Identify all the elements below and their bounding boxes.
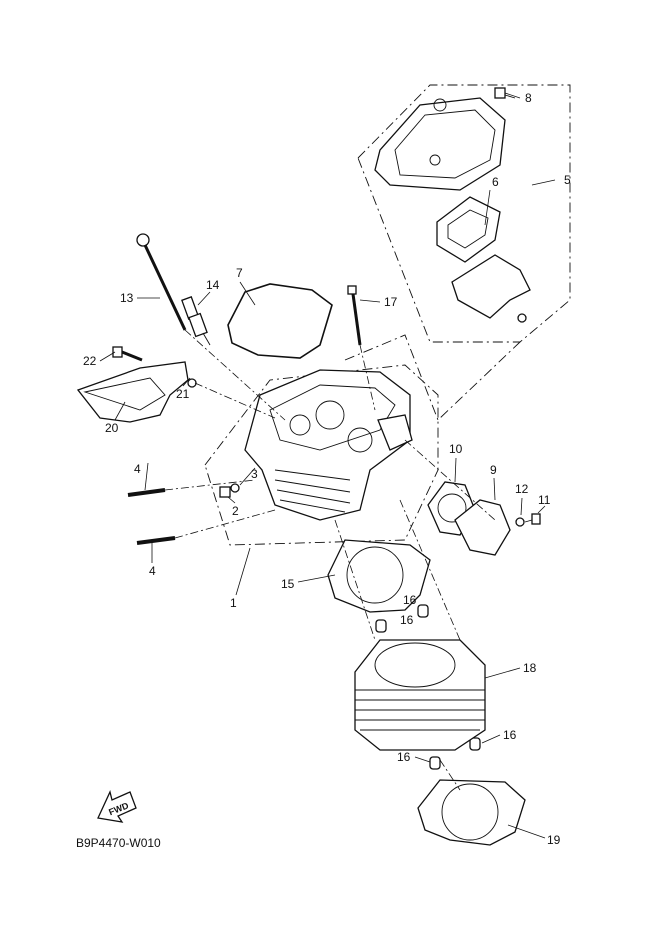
tappet-cover	[454, 499, 511, 556]
dowel-pin	[429, 756, 441, 770]
callout-8: 8	[525, 91, 532, 105]
callout-4: 4	[134, 462, 141, 476]
breather-plate	[436, 196, 501, 263]
callout-1: 1	[230, 596, 237, 610]
dowel-pin	[469, 737, 481, 751]
group-boundary-head	[204, 364, 439, 546]
stud-lower	[136, 536, 176, 545]
guard-bolt	[112, 346, 143, 362]
cylinder-head-cover	[374, 97, 506, 191]
callout-10: 10	[449, 442, 463, 456]
breather-cover-plate	[451, 254, 531, 319]
callout-21: 21	[176, 387, 190, 401]
callout-3: 3	[251, 467, 258, 481]
dowel-pin	[417, 604, 429, 618]
washer-12	[515, 517, 525, 527]
bolt-2	[219, 486, 231, 498]
washer	[187, 378, 197, 388]
callout-17: 17	[384, 295, 398, 309]
cylinder-base-gasket	[417, 779, 526, 846]
cylinder-head	[244, 369, 413, 521]
group-boundary-cover	[357, 84, 571, 343]
side-guard	[76, 361, 189, 423]
callout-2: 2	[232, 504, 239, 518]
callout-22: 22	[83, 354, 97, 368]
callout-18: 18	[523, 661, 537, 675]
stud-bolt	[347, 285, 362, 346]
callout-16: 16	[400, 613, 414, 627]
callout-9: 9	[490, 463, 497, 477]
bolt-11	[524, 513, 541, 525]
callout-4: 4	[149, 564, 156, 578]
callout-13: 13	[120, 291, 134, 305]
long-stud-bolt	[136, 233, 187, 331]
callout-5: 5	[564, 173, 571, 187]
callout-14: 14	[206, 278, 220, 292]
spark-plug	[181, 296, 211, 346]
stud-upper	[127, 488, 166, 497]
callout-16: 16	[503, 728, 517, 742]
callout-11: 11	[538, 493, 551, 507]
callout-19: 19	[547, 833, 561, 847]
leader-lines	[99, 92, 556, 839]
callout-12: 12	[515, 482, 529, 496]
cylinder-head-gasket	[327, 539, 431, 613]
callout-6: 6	[492, 175, 499, 189]
cylinder	[354, 639, 486, 751]
dowel-pin	[375, 619, 387, 633]
forward-arrow-icon: FWD	[97, 790, 137, 823]
callout-16: 16	[403, 593, 417, 607]
head-cover-gasket	[227, 283, 333, 359]
callout-20: 20	[105, 421, 119, 435]
diagram-code: B9P4470-W010	[76, 836, 161, 850]
callout-16: 16	[397, 750, 411, 764]
nut-3	[230, 483, 240, 493]
callout-7: 7	[236, 266, 243, 280]
callout-15: 15	[281, 577, 295, 591]
